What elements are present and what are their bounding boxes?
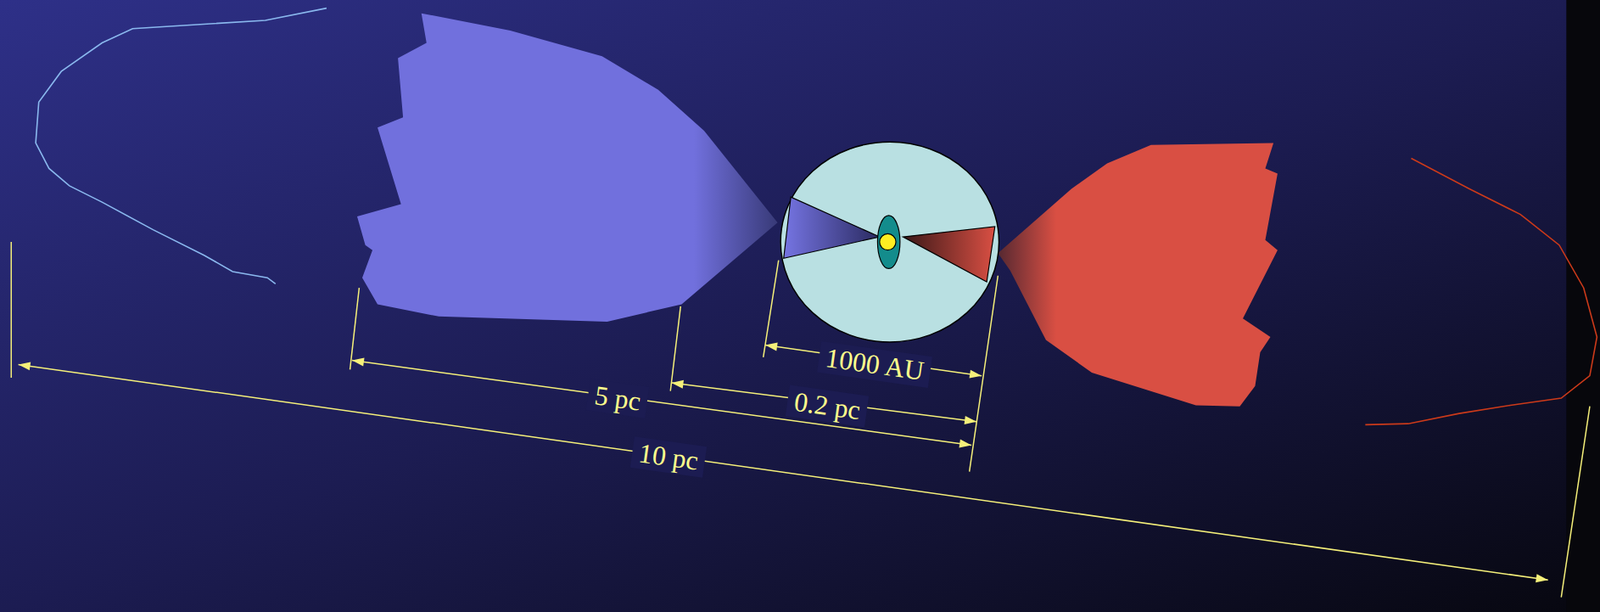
arrowhead — [765, 342, 778, 352]
dimension-label: 0.2 pc — [785, 385, 869, 428]
disk — [877, 215, 900, 269]
arrowhead — [969, 369, 983, 379]
extension-line — [763, 260, 779, 358]
arrowhead — [18, 361, 32, 370]
edge-strip — [1566, 0, 1600, 612]
protostar — [879, 233, 896, 250]
extension-line — [350, 287, 360, 370]
arrowhead — [959, 439, 973, 448]
arrowhead — [1535, 573, 1549, 582]
extension-line — [969, 275, 999, 472]
dimension-line — [18, 363, 1549, 580]
dimension-label: 5 pc — [585, 378, 649, 418]
dimension-label: 1000 AU — [816, 341, 933, 388]
extension-line — [10, 241, 12, 378]
red-lobe — [997, 142, 1278, 406]
arrowhead — [671, 380, 684, 389]
extension-line — [670, 306, 681, 392]
red-bow-shock — [1365, 157, 1597, 425]
arrowhead — [352, 358, 365, 367]
blue-lobe — [357, 13, 778, 322]
extension-line — [1560, 406, 1590, 598]
envelope — [780, 141, 999, 342]
blue-jet — [783, 196, 880, 258]
red-jet — [902, 226, 995, 282]
arrowhead — [964, 415, 978, 425]
blue-bow-shock — [35, 8, 327, 285]
dimension-label: 10 pc — [630, 436, 707, 478]
